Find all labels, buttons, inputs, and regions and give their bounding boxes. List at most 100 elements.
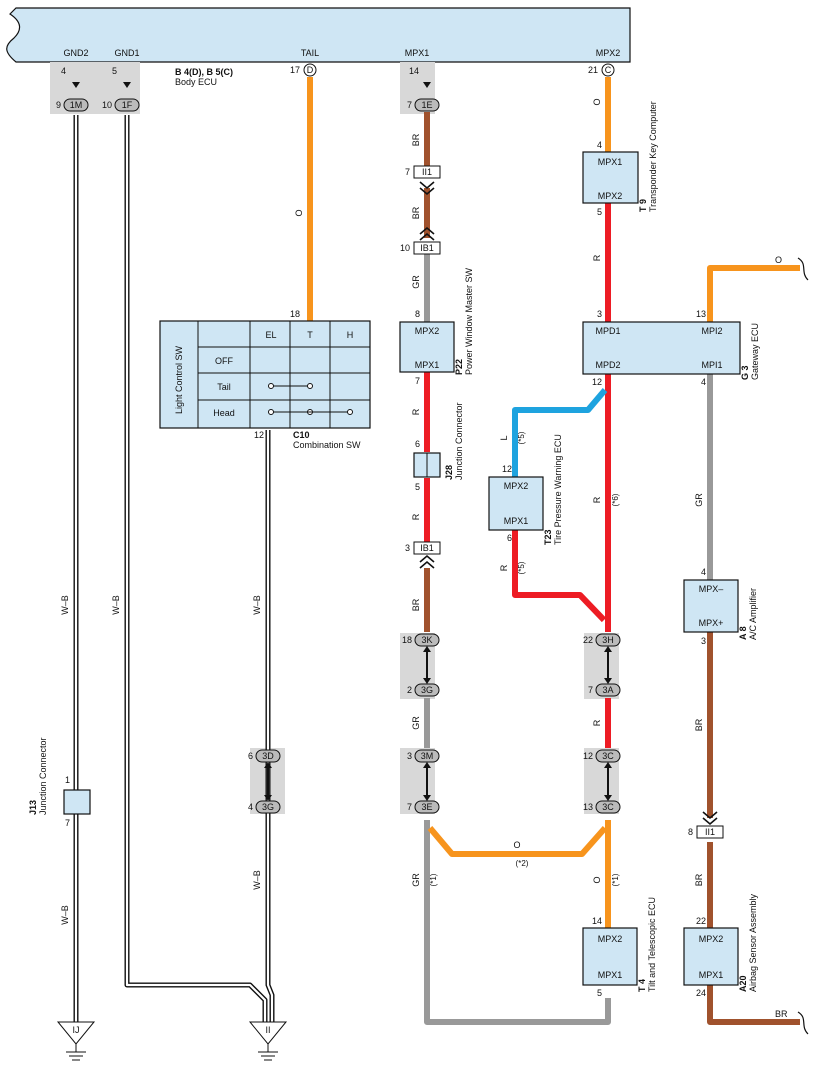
power-window-box: [399, 321, 455, 373]
wire-gateway-blue: [512, 388, 608, 477]
svg-text:4: 4: [701, 567, 706, 577]
svg-text:17: 17: [290, 65, 300, 75]
connector-1e: [414, 98, 440, 112]
wire-airbag-brown-b: [707, 985, 800, 1025]
connector-d: [303, 63, 317, 77]
j28-name: Junction Connector: [454, 402, 464, 480]
svg-text:18: 18: [402, 635, 412, 645]
wire-break-top: [797, 257, 809, 281]
gateway-box: [582, 321, 741, 375]
svg-text:R: R: [411, 513, 421, 520]
wire-orange-crossover: [427, 826, 608, 857]
svg-text:12: 12: [592, 377, 602, 387]
svg-text:C: C: [605, 65, 612, 75]
svg-text:BR: BR: [775, 1009, 788, 1019]
pin-numbers: 4 5 9 10 17 14 7 21 7 10 8 7 6 5 3 18 12…: [56, 65, 706, 998]
svg-text:12: 12: [583, 751, 593, 761]
connector-c: [601, 63, 615, 77]
svg-text:MPX1: MPX1: [504, 516, 529, 526]
svg-text:BR: BR: [694, 873, 704, 886]
svg-text:W–B: W–B: [60, 595, 70, 615]
svg-text:1F: 1F: [122, 100, 133, 110]
pw-mpx1: MPX1: [415, 360, 440, 370]
connector-ib1-b: [413, 541, 441, 555]
svg-text:7: 7: [407, 100, 412, 110]
connector-ib1-a: [413, 241, 441, 255]
svg-text:4: 4: [61, 66, 66, 76]
body-ecu-code: B 4(D), B 5(C): [175, 67, 233, 77]
svg-text:W–B: W–B: [252, 595, 262, 615]
airbag-name: Airbag Sensor Assembly: [748, 893, 758, 992]
tilt-box: [582, 927, 638, 986]
svg-text:13: 13: [696, 309, 706, 319]
svg-text:GR: GR: [411, 716, 421, 730]
airbag-code: A20: [738, 975, 748, 992]
svg-text:5: 5: [597, 988, 602, 998]
svg-text:18: 18: [290, 309, 300, 319]
svg-text:(*2): (*2): [516, 859, 529, 868]
svg-text:R: R: [592, 719, 602, 726]
inline-connectors: II1 IB1 IB1 II1: [413, 165, 724, 839]
svg-text:24: 24: [696, 988, 706, 998]
svg-text:O: O: [592, 98, 602, 105]
svg-text:6: 6: [415, 439, 420, 449]
gateway-code: G 3: [740, 365, 750, 380]
svg-text:3: 3: [597, 309, 602, 319]
svg-text:3: 3: [407, 751, 412, 761]
svg-text:W–B: W–B: [60, 905, 70, 925]
ac-amplifier-name: A/C Amplifier: [748, 588, 758, 640]
wire-tire-red: [512, 530, 607, 623]
svg-text:L: L: [499, 435, 509, 440]
svg-text:MPX1: MPX1: [598, 970, 623, 980]
svg-text:9: 9: [56, 100, 61, 110]
combination-sw: EL T H OFF Tail Head Light Control SW: [159, 320, 371, 429]
tire-pressure-code: T23: [543, 529, 553, 545]
svg-text:O: O: [775, 255, 782, 265]
svg-text:OFF: OFF: [215, 356, 233, 366]
svg-text:MPX1: MPX1: [699, 970, 724, 980]
j13-code: J13: [28, 800, 38, 815]
j13-name: Junction Connector: [38, 737, 48, 815]
wire-mpx1-gray-c: [424, 820, 611, 1025]
svg-text:O: O: [592, 876, 602, 883]
wire-break-bottom: [797, 1011, 809, 1035]
wire-wb-combination: [265, 430, 275, 1022]
power-window-name: Power Window Master SW: [464, 267, 474, 375]
svg-text:MPX+: MPX+: [699, 618, 724, 628]
terminal-mpx2: MPX2: [596, 48, 621, 58]
svg-text:BR: BR: [411, 133, 421, 146]
tire-pressure-box: [488, 476, 544, 531]
pair-arrow-icons: [264, 646, 612, 801]
svg-text:D: D: [307, 65, 314, 75]
svg-text:4: 4: [597, 140, 602, 150]
transponder-name: Transponder Key Computer: [648, 101, 658, 212]
ac-amplifier-code: A 8: [738, 626, 748, 640]
connector-ii1-a: [413, 165, 441, 179]
connector-ovals: 1M 1F D 1E C 3K 3G 3M 3E 3D 3G 3H 3A 3C …: [63, 63, 621, 814]
ground-ii-label: II: [265, 1025, 270, 1035]
terminal-mpx1: MPX1: [405, 48, 430, 58]
variant-notes: (*5) (*5) (*6) (*2) (*1) (*1): [429, 431, 620, 886]
svg-text:3K: 3K: [421, 635, 432, 645]
svg-text:R: R: [411, 408, 421, 415]
svg-text:BR: BR: [694, 718, 704, 731]
transponder-box: [582, 151, 639, 204]
svg-text:II1: II1: [422, 167, 432, 177]
svg-text:O: O: [513, 840, 520, 850]
terminal-tail: TAIL: [301, 48, 319, 58]
tr-mpx2: MPX2: [598, 191, 623, 201]
svg-text:GR: GR: [411, 873, 421, 887]
transponder-code: T 9: [638, 199, 648, 212]
svg-text:W–B: W–B: [111, 595, 121, 615]
svg-text:BR: BR: [411, 598, 421, 611]
svg-text:6: 6: [248, 751, 253, 761]
wire-labels: W–B W–B W–B W–B W–B O O O O O BR BR BR B…: [60, 98, 788, 1019]
tire-pressure-name: Tire Pressure Warning ECU: [553, 434, 563, 545]
svg-text:3C: 3C: [602, 802, 614, 812]
svg-text:GR: GR: [411, 275, 421, 289]
ground-ij-label: IJ: [72, 1025, 79, 1035]
svg-text:1: 1: [65, 775, 70, 785]
svg-text:H: H: [347, 330, 354, 340]
svg-text:5: 5: [415, 482, 420, 492]
